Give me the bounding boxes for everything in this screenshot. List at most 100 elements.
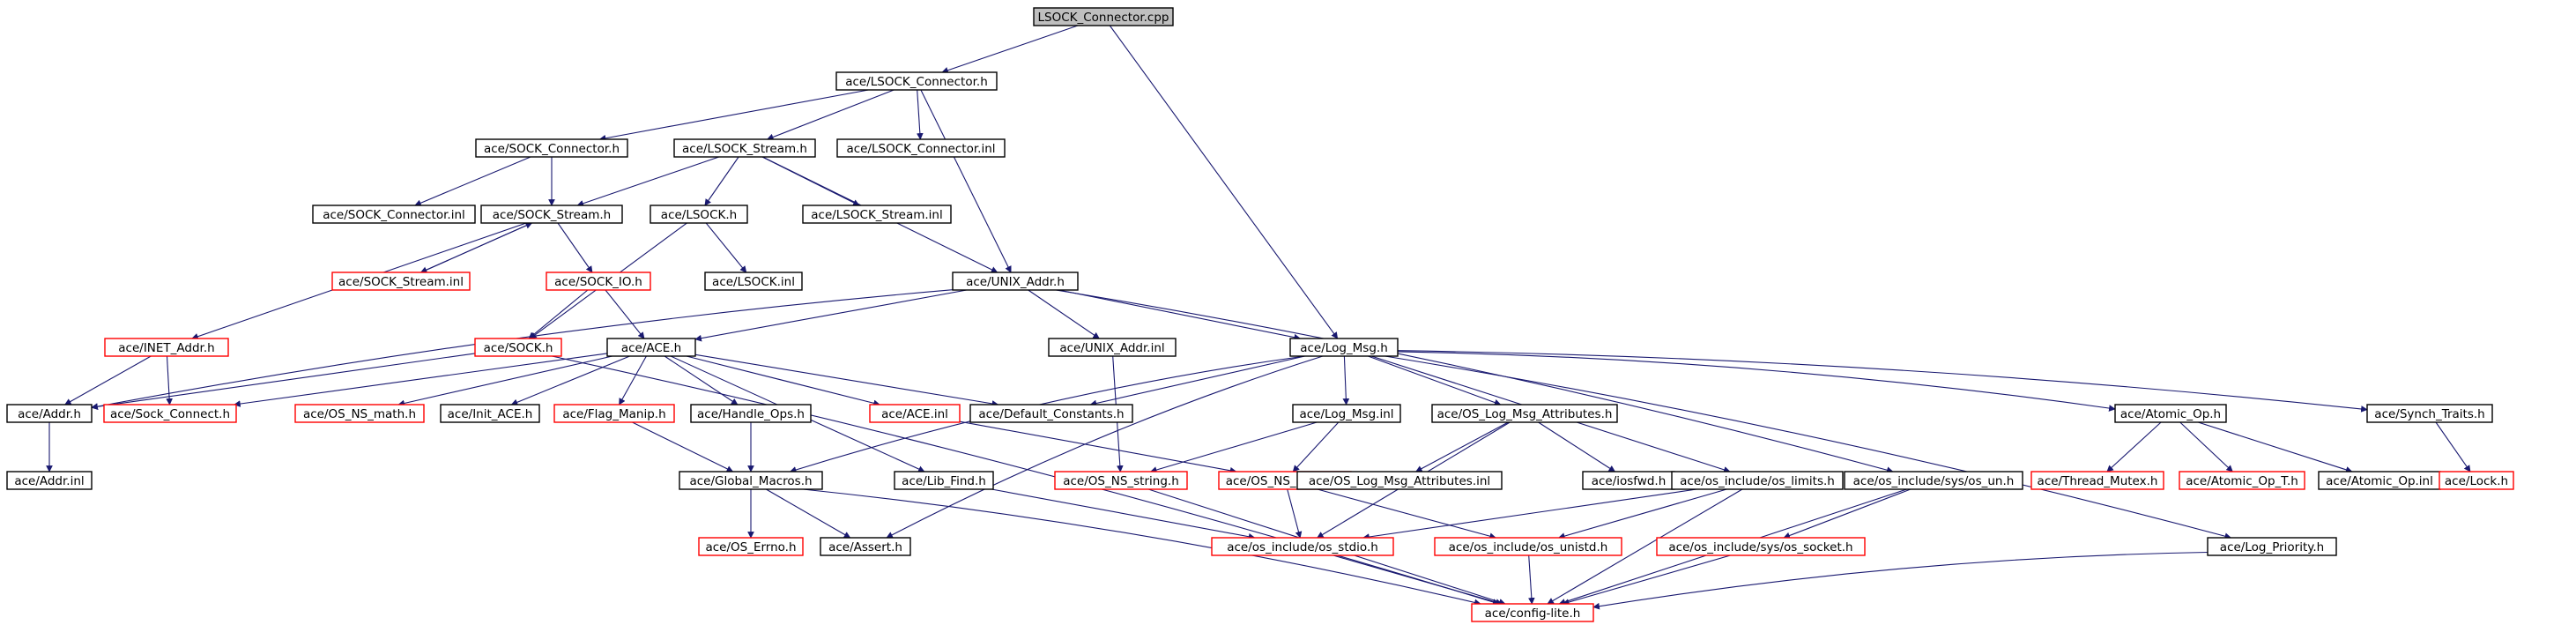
- node-label: ace/Atomic_Op.inl: [2326, 474, 2433, 488]
- node-global_macros_h[interactable]: ace/Global_Macros.h: [679, 471, 823, 490]
- node-unix_addr_inl[interactable]: ace/UNIX_Addr.inl: [1048, 338, 1177, 357]
- dependency-edge: [605, 289, 645, 339]
- node-box: [480, 205, 623, 224]
- node-label: ace/OS_Log_Msg_Attributes.inl: [1309, 474, 1490, 488]
- edge-unix_addr_h-to-log_msg_h: [1058, 289, 1302, 341]
- node-atomic_op_t_h[interactable]: ace/Atomic_Op_T.h: [2179, 471, 2305, 490]
- edge-inet_addr_h-to-addr_h: [64, 355, 152, 406]
- node-unix_addr_h[interactable]: ace/UNIX_Addr.h: [952, 272, 1079, 291]
- node-box: [546, 272, 651, 291]
- dependency-edge: [920, 89, 1012, 273]
- dependency-edge: [414, 156, 531, 206]
- node-box: [2114, 404, 2227, 423]
- node-lsock_h[interactable]: ace/LSOCK.h: [650, 205, 748, 224]
- node-os_ns_string_h[interactable]: ace/OS_NS_string.h: [1054, 471, 1188, 490]
- node-handle_ops_h[interactable]: ace/Handle_Ops.h: [690, 404, 812, 423]
- node-box: [2439, 471, 2514, 490]
- node-box: [704, 272, 803, 291]
- edge-global_macros_h-to-assert_h: [766, 488, 851, 539]
- node-root[interactable]: LSOCK_Connector.cpp: [1033, 7, 1174, 26]
- edge-root-to-lsock_connector_h: [941, 25, 1079, 74]
- dependency-edge: [1362, 488, 1697, 540]
- node-lsock_stream_inl[interactable]: ace/LSOCK_Stream.inl: [802, 205, 952, 224]
- dependency-edge: [91, 353, 476, 411]
- node-config_lite_h[interactable]: ace/config-lite.h: [1471, 603, 1594, 622]
- edge-log_msg_h-to-log_msg_inl: [1342, 355, 1350, 406]
- node-lock_h[interactable]: ace/Lock.h: [2439, 471, 2514, 490]
- node-label: ace/Sock_Connect.h: [110, 407, 230, 421]
- node-log_msg_h[interactable]: ace/Log_Msg.h: [1289, 338, 1399, 357]
- dependency-edge: [528, 289, 589, 339]
- node-box: [104, 338, 229, 357]
- node-default_constants_h[interactable]: ace/Default_Constants.h: [969, 404, 1133, 423]
- node-atomic_op_h[interactable]: ace/Atomic_Op.h: [2114, 404, 2227, 423]
- dependency-edge: [1317, 488, 1496, 539]
- node-box: [553, 404, 675, 423]
- node-os_stdio_h[interactable]: ace/os_include/os_stdio.h: [1211, 537, 1394, 556]
- node-os_ns_math_h[interactable]: ace/OS_NS_math.h: [294, 404, 425, 423]
- node-synch_traits_h[interactable]: ace/Synch_Traits.h: [2366, 404, 2493, 423]
- dependency-edge: [1592, 551, 2209, 610]
- node-sock_io_h[interactable]: ace/SOCK_IO.h: [546, 272, 651, 291]
- edge-sock_io_h-to-ace_h: [605, 289, 645, 339]
- edge-synch_traits_h-to-lock_h: [2435, 421, 2471, 472]
- node-os_limits_h[interactable]: ace/os_include/os_limits.h: [1671, 471, 1844, 490]
- edge-lsock_connector_h-to-lsock_connector_inl: [917, 89, 924, 140]
- node-os_unistd_h[interactable]: ace/os_include/os_unistd.h: [1434, 537, 1622, 556]
- node-addr_h[interactable]: ace/Addr.h: [6, 404, 93, 423]
- edge-log_msg_h-to-default_constants_h: [1089, 355, 1305, 407]
- node-label: ace/Flag_Manip.h: [562, 407, 665, 421]
- node-init_ace_h[interactable]: ace/Init_ACE.h: [440, 404, 540, 423]
- edge-sock_stream_inl-to-sock_stream_h: [420, 222, 533, 273]
- node-log_msg_inl[interactable]: ace/Log_Msg.inl: [1292, 404, 1401, 423]
- node-os_un_h[interactable]: ace/os_include/sys/os_un.h: [1844, 471, 2023, 490]
- node-box: [331, 272, 471, 291]
- node-label: ace/Log_Msg.h: [1300, 341, 1388, 355]
- node-ace_h[interactable]: ace/ACE.h: [606, 338, 696, 357]
- node-iosfwd_h[interactable]: ace/iosfwd.h: [1582, 471, 1675, 490]
- node-label: ace/OS_NS_math.h: [303, 407, 416, 421]
- edge-sock_connector_h-to-sock_connector_inl: [414, 156, 531, 206]
- node-box: [103, 404, 237, 423]
- node-sock_connector_h[interactable]: ace/SOCK_Connector.h: [475, 138, 628, 158]
- edge-log_msg_h-to-global_macros_h: [789, 355, 1305, 473]
- node-os_log_msg_attributes_inl[interactable]: ace/OS_Log_Msg_Attributes.inl: [1296, 471, 1503, 490]
- node-log_priority_h[interactable]: ace/Log_Priority.h: [2207, 537, 2337, 556]
- dependency-edge: [886, 355, 1324, 539]
- node-lsock_connector_inl[interactable]: ace/LSOCK_Connector.inl: [836, 138, 1006, 158]
- node-os_errno_h[interactable]: ace/OS_Errno.h: [698, 537, 804, 556]
- edge-os_ns_unistd_h-to-os_unistd_h: [1317, 488, 1496, 539]
- edge-root-to-log_msg_h: [1109, 25, 1339, 339]
- node-lsock_inl[interactable]: ace/LSOCK.inl: [704, 272, 803, 291]
- edge-lsock_stream_h-to-sock_stream_h: [576, 156, 719, 207]
- node-os_socket_h[interactable]: ace/os_include/sys/os_socket.h: [1656, 537, 1866, 556]
- node-label: ace/SOCK_Connector.inl: [323, 208, 465, 222]
- node-label: ace/Log_Priority.h: [2220, 540, 2324, 554]
- node-atomic_op_inl[interactable]: ace/Atomic_Op.inl: [2318, 471, 2441, 490]
- node-thread_mutex_h[interactable]: ace/Thread_Mutex.h: [2030, 471, 2164, 490]
- node-lib_find_h[interactable]: ace/Lib_Find.h: [894, 471, 994, 490]
- node-box: [1471, 603, 1594, 622]
- edge-ace_h-to-init_ace_h: [510, 355, 630, 406]
- node-addr_inl[interactable]: ace/Addr.inl: [6, 471, 93, 490]
- node-os_log_msg_attributes_h[interactable]: ace/OS_Log_Msg_Attributes.h: [1431, 404, 1618, 423]
- dependency-edge: [510, 355, 630, 406]
- node-lsock_connector_h[interactable]: ace/LSOCK_Connector.h: [835, 71, 998, 91]
- node-box: [1434, 537, 1622, 556]
- dependency-edge: [632, 421, 734, 472]
- node-sock_stream_h[interactable]: ace/SOCK_Stream.h: [480, 205, 623, 224]
- node-sock_connect_h[interactable]: ace/Sock_Connect.h: [103, 404, 237, 423]
- node-ace_inl[interactable]: ace/ACE.inl: [869, 404, 961, 423]
- edge-ace_h-to-os_ns_math_h: [397, 355, 613, 407]
- edge-os_un_h-to-os_socket_h: [1783, 488, 1912, 539]
- node-box: [1289, 338, 1399, 357]
- dependency-edge: [766, 89, 895, 141]
- node-sock_stream_inl[interactable]: ace/SOCK_Stream.inl: [331, 272, 471, 291]
- node-assert_h[interactable]: ace/Assert.h: [820, 537, 911, 556]
- node-inet_addr_h[interactable]: ace/INET_Addr.h: [104, 338, 229, 357]
- node-flag_manip_h[interactable]: ace/Flag_Manip.h: [553, 404, 675, 423]
- node-sock_connector_inl[interactable]: ace/SOCK_Connector.inl: [312, 205, 476, 224]
- edge-atomic_op_h-to-atomic_op_inl: [2198, 421, 2353, 473]
- node-lsock_stream_h[interactable]: ace/LSOCK_Stream.h: [673, 138, 816, 158]
- node-sock_h[interactable]: ace/SOCK.h: [474, 338, 562, 357]
